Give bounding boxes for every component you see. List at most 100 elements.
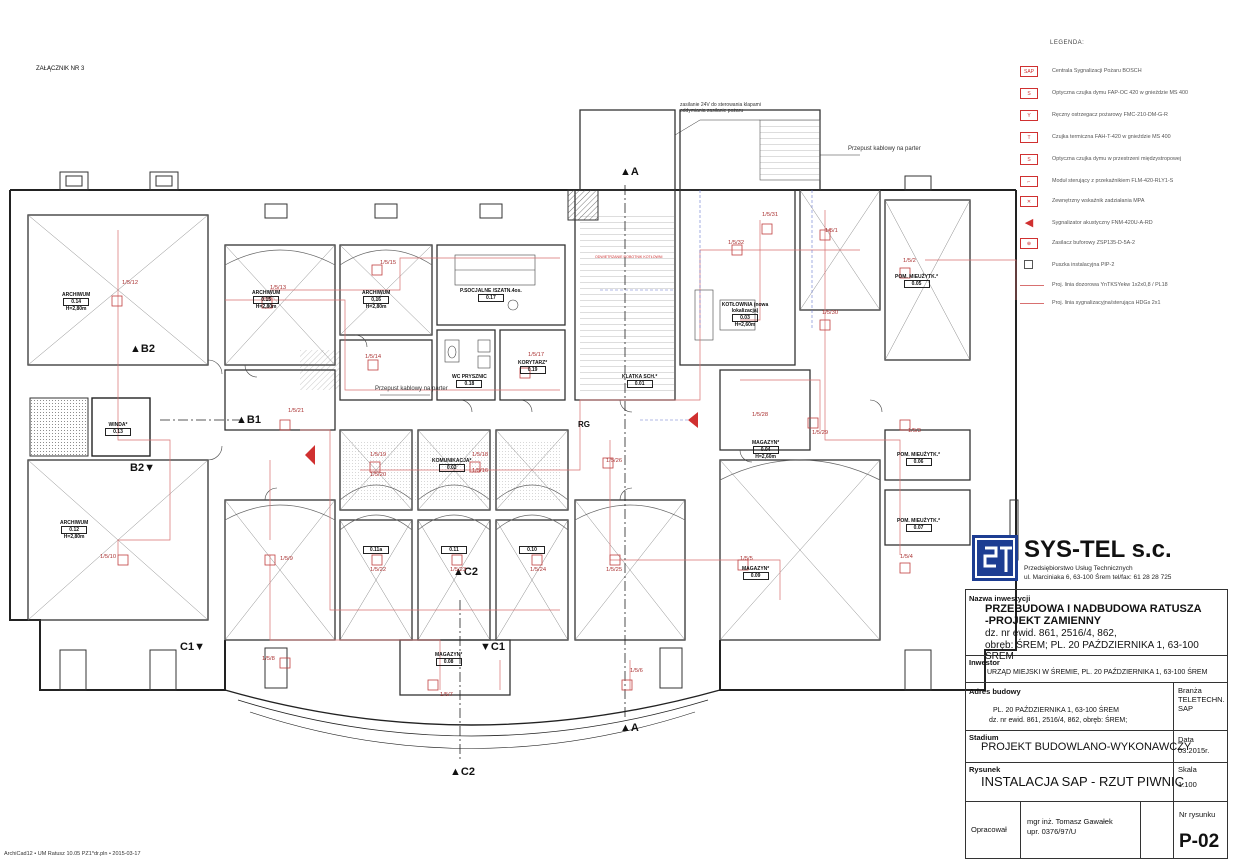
boiler-vent-note: ODWIETRZANIE ROBOTNIK KOTŁOWNI [595, 255, 663, 259]
detector-address: 1/5/21 [288, 408, 305, 414]
detector-address: 1/5/26 [606, 458, 623, 464]
detector-address: 1/5/22 [370, 567, 387, 573]
power-supply-icon: ⊕ [1020, 238, 1038, 249]
branch-value: TELETECHN. [1178, 695, 1225, 704]
leader-lines [380, 119, 860, 396]
detector-address: 1/5/24 [530, 567, 547, 573]
scale-value: 1:100 [1178, 780, 1197, 789]
axis-rg: RG [578, 420, 590, 429]
section-cut-lines [160, 185, 626, 760]
control-lines [600, 190, 813, 421]
room-label: POM. MIEUŻYTK.*0.07 [897, 518, 941, 532]
investment-parcel: dz. nr ewid. 861, 2516/4, 862, [985, 628, 1117, 639]
signal-line-icon [1020, 303, 1044, 304]
manual-call-point-icon: Y [1020, 110, 1038, 121]
title-block: Nazwa inwestycji PRZEBUDOWA I NADBUDOWA … [965, 517, 1228, 859]
detector-address: 1/5/30 [822, 310, 839, 316]
legend-row: ◀Sygnalizator akustyczny FNM-420U-A-RD [1020, 218, 1225, 232]
site-address-line1: PL. 20 PAŹDZIERNIKA 1, 63-100 ŚREM [993, 707, 1119, 714]
room-label: 0.11a [363, 546, 389, 554]
axis-b1: ▲B1 [236, 414, 261, 426]
detector-address: 1/5/18 [472, 452, 489, 458]
detection-lines [117, 210, 1017, 690]
author-label: Opracował [971, 825, 1007, 834]
legend-row: Proj. linia dozorowa YnTKSYekw 1x2x0,8 /… [1020, 280, 1225, 294]
junction-box-icon [1024, 260, 1033, 269]
investment-label: Nazwa inwestycji [969, 594, 1031, 603]
detector-address: 1/5/3 [908, 428, 921, 434]
fixtures [444, 254, 756, 369]
axis-c2-mid: ▲C2 [453, 566, 478, 578]
date-value: 03.2015r. [1178, 746, 1210, 755]
sheet-number-label: Nr rysunku [1179, 810, 1216, 819]
cable-passage-note-top: Przepust kablowy na parter [848, 146, 921, 152]
site-address-label: Adres budowy [969, 687, 1021, 696]
room-label: KORYTARZ*0.19 [518, 360, 548, 374]
detector-address: 1/5/16 [472, 468, 489, 474]
legend-title: LEGENDA: [1050, 40, 1085, 46]
site-address-line2: dz. nr ewid. 861, 2516/4, 862, obręb: ŚR… [989, 717, 1128, 724]
axis-a-bottom: ▲A [620, 722, 639, 734]
heat-detector-icon: T [1020, 132, 1038, 143]
detector-address: 1/5/2 [903, 258, 916, 264]
detector-address: 1/5/25 [606, 567, 623, 573]
elevator-shaft [91, 397, 151, 457]
detector-address: 1/5/5 [740, 556, 753, 562]
vault-lines [27, 189, 971, 641]
room-label: POM. MIEUŻYTK.*0.05 [895, 274, 939, 288]
control-panel-icon: SAP [1020, 66, 1038, 77]
branch-value-sap: SAP [1178, 704, 1194, 713]
detector-address: 1/5/10 [100, 554, 117, 560]
company-logo [972, 535, 1018, 581]
chimneys [59, 171, 1019, 691]
legend-row: ⌐Moduł sterujący z przekaźnikiem FLM-420… [1020, 176, 1225, 190]
axis-a-top: ▲A [620, 166, 639, 178]
scale-label: Skala [1178, 765, 1197, 774]
company-address: ul. Marciniaka 6, 63-100 Śrem tel/fax: 6… [1024, 574, 1172, 581]
detector-address: 1/5/20 [370, 472, 387, 478]
axis-c1-left: C1▼ [180, 641, 205, 653]
footer-file-info: ArchiCad12 • UM Ratusz 10.05 PZ1*dr.pln … [4, 851, 141, 857]
indicator-icon: ✕ [1020, 196, 1038, 207]
ceiling-smoke-detector-icon: S [1020, 154, 1038, 165]
legend-row: ✕Zewnętrzny wskaźnik zadziałania MPA [1020, 196, 1225, 210]
hatched-wall-block [29, 397, 89, 457]
detector-address: 1/5/19 [370, 452, 387, 458]
stage-value: PROJEKT BUDOWLANO-WYKONAWCZY [981, 741, 1192, 753]
stage-label: Stadium [969, 733, 999, 742]
investor-value: URZĄD MIEJSKI W ŚREMIE, PL. 20 PAŹDZIERN… [987, 669, 1208, 676]
detector-address: 1/5/6 [630, 668, 643, 674]
room-label: MAGAZYN*0.09 [742, 566, 770, 580]
attachment-label: ZAŁĄCZNIK NR 3 [36, 66, 85, 72]
staircase-upper [759, 119, 821, 181]
room-label: 0.11 [441, 546, 467, 554]
staircase [580, 215, 675, 395]
drawing-title: INSTALACJA SAP - RZUT PIWNIC [981, 774, 1184, 789]
detector-address: 1/5/28 [752, 412, 769, 418]
axis-b2-bottom: B2▼ [130, 462, 155, 474]
detector-address: 1/5/7 [440, 692, 453, 698]
detector-address: 1/5/8 [262, 656, 275, 662]
investment-title: PRZEBUDOWA I NADBUDOWA RATUSZA [985, 603, 1202, 615]
detector-address: 1/5/23 [450, 567, 467, 573]
sounder-icon: ◀ [1024, 217, 1034, 229]
interior-walls [27, 109, 971, 696]
title-block-frame [965, 589, 1228, 859]
investment-location: obręb: ŚREM; PL. 20 PAŹDZIERNIKA 1, 63-1… [985, 640, 1199, 662]
relay-module-icon: ⌐ [1020, 176, 1038, 187]
detector-address: 1/5/32 [728, 240, 745, 246]
author-license: upr. 0376/97/U [1027, 827, 1077, 836]
author-name: mgr inż. Tomasz Gawałek [1027, 817, 1113, 826]
company-name: SYS-TEL s.c. [1024, 536, 1172, 563]
investment-subtitle: -PROJEKT ZAMIENNY [985, 615, 1102, 627]
smoke-detector-icon: S [1020, 88, 1038, 99]
detector-address: 1/5/14 [365, 354, 382, 360]
detector-address: 1/5/29 [812, 430, 829, 436]
detector-address: 1/5/17 [528, 352, 545, 358]
